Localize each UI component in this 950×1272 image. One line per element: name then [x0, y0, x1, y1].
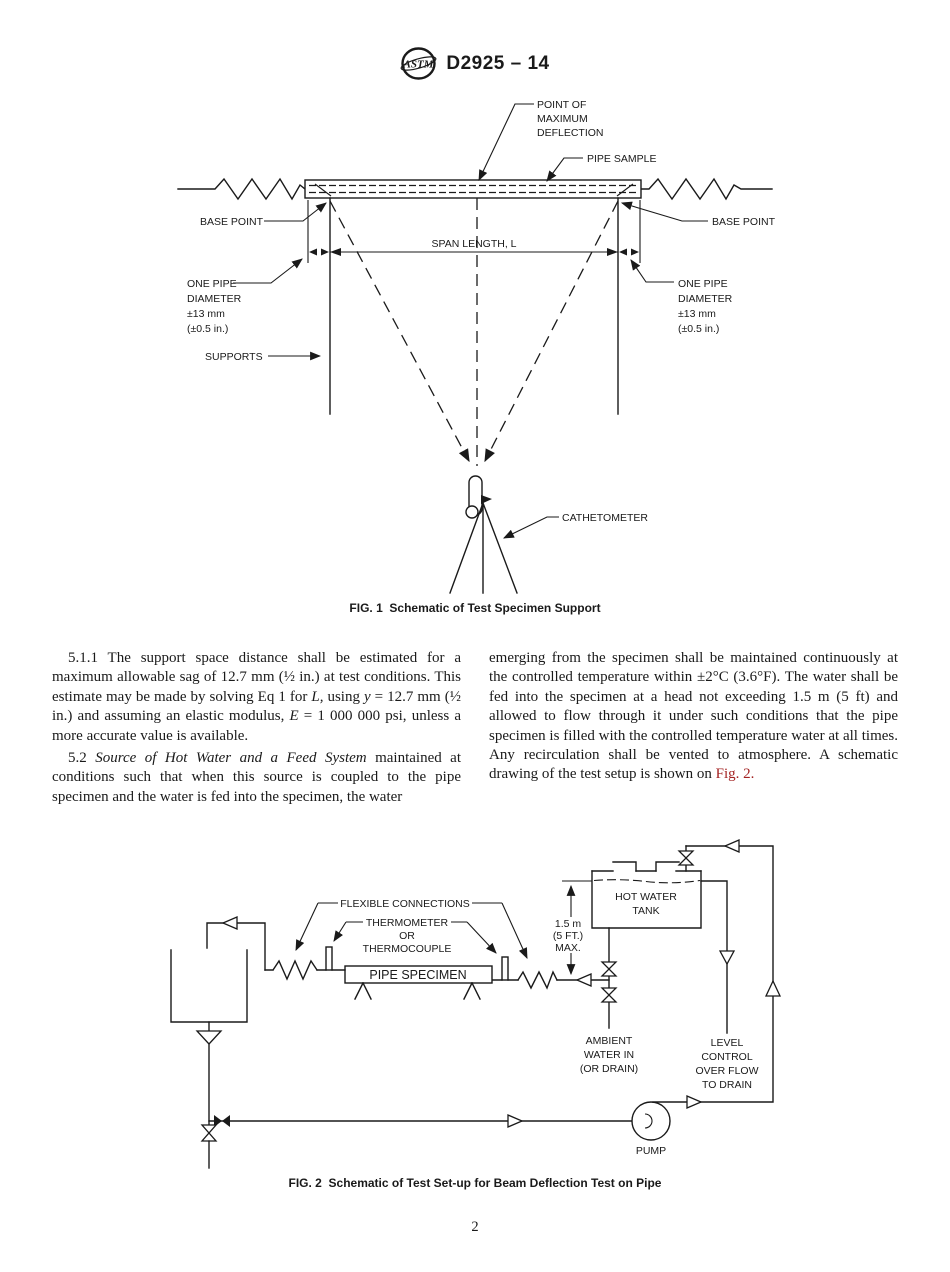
svg-text:OVER FLOW: OVER FLOW — [695, 1065, 758, 1077]
paragraph-5-1-1: 5.1.1 The support space distance shall b… — [52, 650, 461, 744]
svg-text:WATER IN: WATER IN — [584, 1049, 634, 1061]
fig2-link[interactable]: Fig. 2. — [715, 766, 755, 783]
fig1-labels: POINT OF MAXIMUM DEFLECTION PIPE SAMPLE … — [187, 99, 776, 524]
fig1-diagram: POINT OF MAXIMUM DEFLECTION PIPE SAMPLE … — [177, 99, 776, 594]
page-number: 2 — [471, 1219, 479, 1235]
fig2-linework — [170, 839, 782, 1169]
ambient-water-label: AMBIENT — [586, 1035, 633, 1047]
pipe-sample-label: PIPE SAMPLE — [587, 153, 656, 165]
standard-designation: D2925 – 14 — [446, 52, 550, 74]
svg-text:(5 FT.): (5 FT.) — [553, 930, 583, 942]
fig2-caption: FIG. 2 Schematic of Test Set-up for Beam… — [288, 1176, 662, 1190]
span-length-label: SPAN LENGTH, L — [432, 238, 517, 250]
svg-text:(±0.5 in.): (±0.5 in.) — [678, 323, 719, 335]
page-header: ASTM D2925 – 14 — [0, 46, 950, 81]
astm-logo-text: ASTM — [403, 59, 435, 71]
flexible-connections-label: FLEXIBLE CONNECTIONS — [340, 898, 470, 910]
body-left-column: 5.1.1 The support space distance shall b… — [52, 649, 461, 807]
astm-logo-icon: ASTM — [400, 47, 437, 80]
svg-text:(±0.5 in.): (±0.5 in.) — [187, 323, 228, 335]
svg-text:CONTROL: CONTROL — [701, 1051, 752, 1063]
svg-text:TANK: TANK — [632, 905, 659, 917]
svg-text:DIAMETER: DIAMETER — [187, 293, 242, 305]
svg-text:(OR DRAIN): (OR DRAIN) — [580, 1063, 638, 1075]
fig1-caption: FIG. 1 Schematic of Test Specimen Suppor… — [349, 601, 601, 615]
svg-text:TO DRAIN: TO DRAIN — [702, 1079, 752, 1091]
paragraph-5-2: 5.2 Source of Hot Water and a Feed Syste… — [52, 750, 462, 805]
one-pipe-diameter-left-label: ONE PIPE — [187, 278, 237, 290]
svg-text:DEFLECTION: DEFLECTION — [537, 127, 604, 139]
svg-text:MAX.: MAX. — [555, 942, 581, 954]
pipe-specimen-label: PIPE SPECIMEN — [369, 968, 466, 982]
level-control-label: LEVEL — [711, 1037, 744, 1049]
head-limit-label: 1.5 m — [555, 918, 582, 930]
svg-text:±13 mm: ±13 mm — [678, 308, 716, 320]
supports-label: SUPPORTS — [205, 351, 263, 363]
svg-text:±13 mm: ±13 mm — [187, 308, 225, 320]
fig2-diagram: FLEXIBLE CONNECTIONS THERMOMETER OR THER… — [170, 839, 782, 1169]
base-point-right-label: BASE POINT — [712, 216, 776, 228]
point-of-max-deflection-label: POINT OF — [537, 99, 586, 111]
svg-text:THERMOCOUPLE: THERMOCOUPLE — [363, 943, 452, 955]
svg-text:DIAMETER: DIAMETER — [678, 293, 733, 305]
pump-label: PUMP — [636, 1145, 666, 1157]
thermometer-label: THERMOMETER — [366, 917, 449, 929]
fig1-linework — [177, 103, 773, 594]
paragraph-5-2-continued: emerging from the specimen shall be main… — [489, 650, 898, 783]
fig2-labels: FLEXIBLE CONNECTIONS THERMOMETER OR THER… — [340, 891, 758, 1157]
cathetometer-label: CATHETOMETER — [562, 512, 648, 524]
one-pipe-diameter-right-label: ONE PIPE — [678, 278, 728, 290]
svg-text:OR: OR — [399, 930, 415, 942]
hot-water-tank-label: HOT WATER — [615, 891, 677, 903]
svg-text:MAXIMUM: MAXIMUM — [537, 113, 588, 125]
body-right-column: emerging from the specimen shall be main… — [489, 649, 898, 785]
base-point-left-label: BASE POINT — [200, 216, 264, 228]
